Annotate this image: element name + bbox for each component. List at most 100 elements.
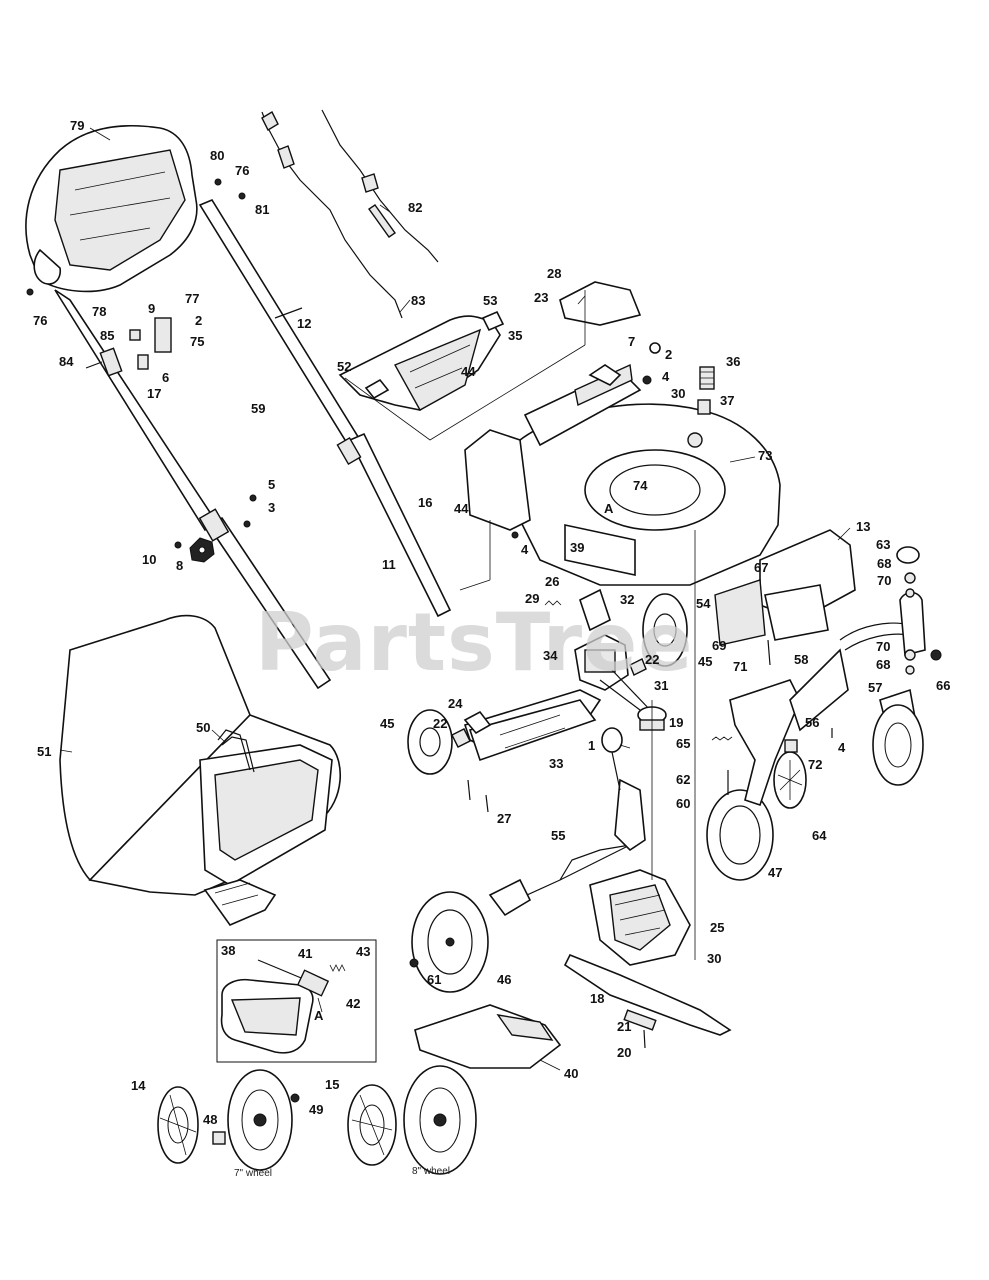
- leader-lines: [59, 127, 851, 1071]
- callout-53: 53: [483, 293, 497, 308]
- callout-44: 44: [461, 364, 476, 379]
- callout-46: 46: [497, 972, 511, 987]
- callout-22: 22: [645, 652, 659, 667]
- rear-door: [338, 281, 642, 441]
- callout-34: 34: [543, 648, 558, 663]
- callout-13: 13: [856, 519, 870, 534]
- rear-wheels: [407, 593, 688, 775]
- callout-59: 59: [251, 401, 265, 416]
- callout-81: 81: [255, 202, 269, 217]
- callout-ref-a: A: [314, 1008, 324, 1023]
- reference-lines: [459, 520, 696, 960]
- callout-82: 82: [408, 200, 422, 215]
- grass-bag: [59, 614, 341, 926]
- front-brackets: [714, 529, 856, 646]
- callout-85: 85: [100, 328, 114, 343]
- callout-55: 55: [551, 828, 565, 843]
- callout-43: 43: [356, 944, 370, 959]
- callout-71: 71: [733, 659, 747, 674]
- callout-57: 57: [868, 680, 882, 695]
- callout-61: 61: [427, 972, 441, 987]
- callout-32: 32: [620, 592, 634, 607]
- callout-45: 45: [380, 716, 394, 731]
- callout-68: 68: [876, 657, 890, 672]
- callout-27: 27: [497, 811, 511, 826]
- control-cables: [261, 109, 439, 319]
- callout-2: 2: [665, 347, 672, 362]
- callout-50: 50: [196, 720, 210, 735]
- callout-4: 4: [521, 542, 529, 557]
- callout-73: 73: [758, 448, 772, 463]
- callout-70: 70: [876, 639, 890, 654]
- callout-30: 30: [671, 386, 685, 401]
- callout-21: 21: [617, 1019, 631, 1034]
- callout-54: 54: [696, 596, 711, 611]
- callout-48: 48: [203, 1112, 217, 1127]
- callout-39: 39: [570, 540, 584, 555]
- callout-76: 76: [33, 313, 47, 328]
- callout-83: 83: [411, 293, 425, 308]
- callout-78: 78: [92, 304, 106, 319]
- callout-26: 26: [545, 574, 559, 589]
- callout-77: 77: [185, 291, 199, 306]
- callout-76: 76: [235, 163, 249, 178]
- callout-47: 47: [768, 865, 782, 880]
- callout-80: 80: [210, 148, 224, 163]
- callout-29: 29: [525, 591, 539, 606]
- callout-67: 67: [754, 560, 768, 575]
- callout-72: 72: [808, 757, 822, 772]
- callout-31: 31: [654, 678, 668, 693]
- callout-40: 40: [564, 1066, 578, 1081]
- callout-74: 74: [633, 478, 648, 493]
- callout-18: 18: [590, 991, 604, 1006]
- callout-41: 41: [298, 946, 312, 961]
- callout-35: 35: [508, 328, 522, 343]
- callout-38: 38: [221, 943, 235, 958]
- callout-16: 16: [418, 495, 432, 510]
- callout-4: 4: [662, 369, 670, 384]
- callout-11: 11: [382, 557, 396, 572]
- callout-6: 6: [162, 370, 169, 385]
- callout-24: 24: [448, 696, 463, 711]
- blade-assembly: [488, 727, 732, 1049]
- callout-25: 25: [710, 920, 724, 935]
- callout-63: 63: [876, 537, 890, 552]
- callout-22: 22: [433, 716, 447, 731]
- callout-7: 7: [628, 334, 635, 349]
- callout-36: 36: [726, 354, 740, 369]
- callout-60: 60: [676, 796, 690, 811]
- callout-12: 12: [297, 316, 311, 331]
- callout-70: 70: [877, 573, 891, 588]
- callout-17: 17: [147, 386, 161, 401]
- callout-labels: 79 80 76 81 76 78 9 77 2 85 75 84 6 17 1…: [33, 118, 950, 1127]
- mulch-chute: [414, 1004, 562, 1069]
- callout-56: 56: [805, 715, 819, 730]
- callout-45: 45: [698, 654, 712, 669]
- callout-75: 75: [190, 334, 204, 349]
- callout-33: 33: [549, 756, 563, 771]
- callout-30: 30: [707, 951, 721, 966]
- callout-4: 4: [838, 740, 846, 755]
- callout-20: 20: [617, 1045, 631, 1060]
- callout-15: 15: [325, 1077, 339, 1092]
- callout-42: 42: [346, 996, 360, 1011]
- callout-79: 79: [70, 118, 84, 133]
- callout-10: 10: [142, 552, 156, 567]
- callout-1: 1: [588, 738, 595, 753]
- mower-deck: [464, 342, 781, 586]
- callout-52: 52: [337, 359, 351, 374]
- caption-7-inch-wheel: 7" wheel: [234, 1168, 272, 1179]
- callout-28: 28: [547, 266, 561, 281]
- wheel-details: [157, 1065, 477, 1175]
- height-adjuster: [711, 546, 942, 809]
- callout-66: 66: [936, 678, 950, 693]
- front-wheels: [409, 789, 774, 993]
- callout-69: 69: [712, 638, 726, 653]
- callout-64: 64: [812, 828, 827, 843]
- callout-44: 44: [454, 501, 469, 516]
- callout-62: 62: [676, 772, 690, 787]
- callout-ref-a: A: [604, 501, 614, 516]
- callout-84: 84: [59, 354, 74, 369]
- callout-3: 3: [268, 500, 275, 515]
- callout-49: 49: [309, 1102, 323, 1117]
